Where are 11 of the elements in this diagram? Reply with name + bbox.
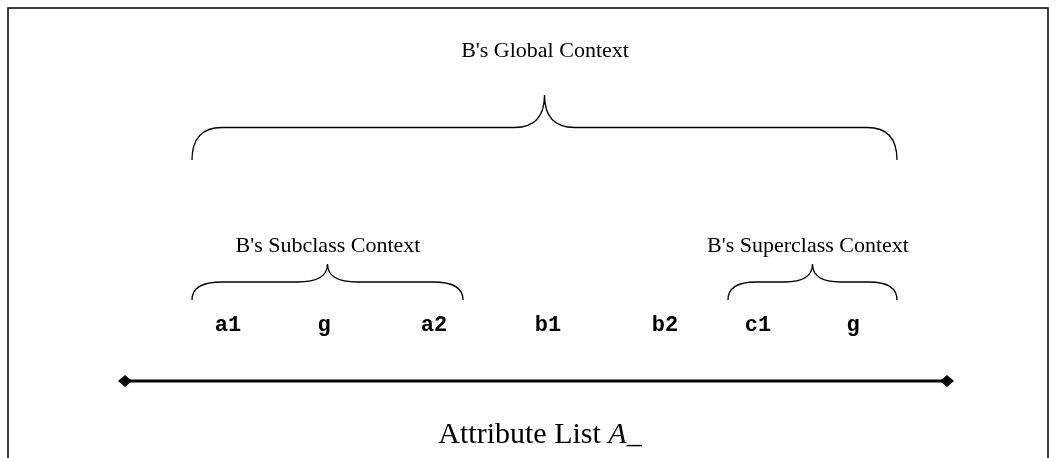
context-label: B's Global Context	[461, 37, 629, 63]
context-label: B's Superclass Context	[707, 232, 909, 258]
context-label: B's Subclass Context	[235, 232, 421, 258]
attribute-name: c1	[744, 312, 772, 338]
attribute-name: b2	[651, 312, 679, 338]
attribute-name: g	[317, 312, 331, 338]
attribute-name: a2	[420, 312, 448, 338]
attribute-name: b1	[534, 312, 562, 338]
attribute-name: a1	[214, 312, 242, 338]
axis-caption: Attribute List A_	[438, 416, 642, 450]
attribute-name: g	[846, 312, 860, 338]
